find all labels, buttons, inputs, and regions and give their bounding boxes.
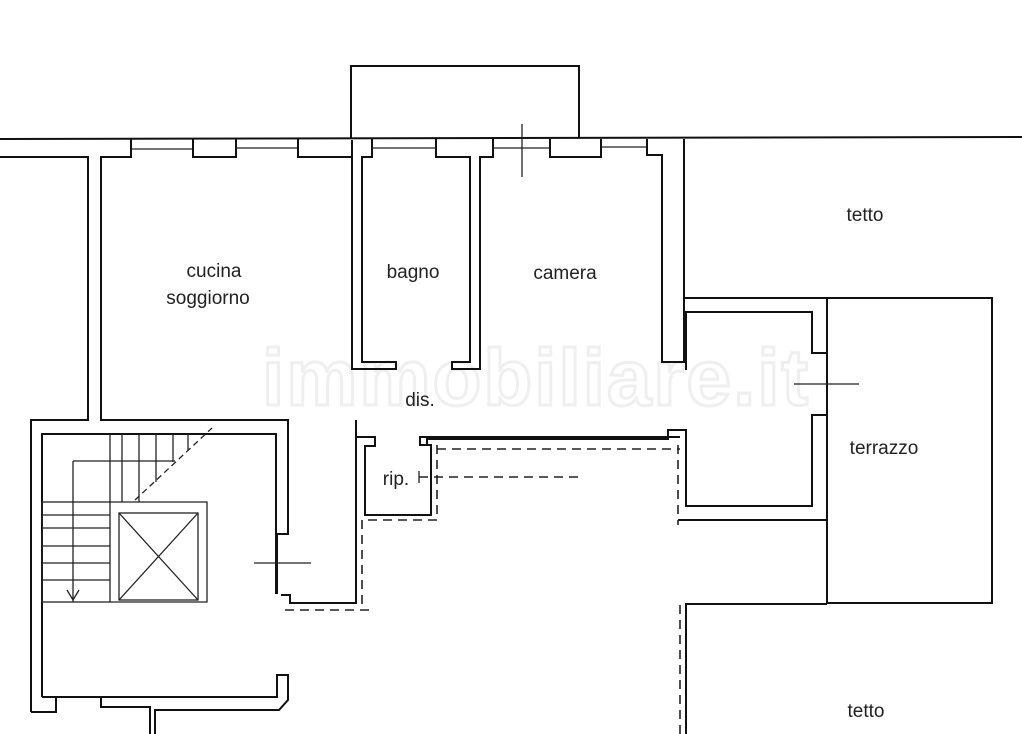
upper-projection	[350, 65, 580, 138]
tetto-bottom-walls	[685, 603, 827, 734]
room-label-tetto-top: tetto	[847, 205, 884, 226]
camera-walls	[419, 139, 993, 604]
dis-wall	[281, 420, 357, 604]
room-label-camera: camera	[533, 263, 597, 284]
room-label-dis: dis.	[405, 390, 435, 411]
room-label-soggiorno: soggiorno	[166, 288, 249, 309]
rip-walls	[356, 436, 432, 516]
room-label-bagno: bagno	[387, 262, 440, 283]
stairwell	[30, 418, 289, 734]
room-label-rip: rip.	[383, 469, 409, 490]
room-label-tetto-bottom: tetto	[848, 701, 885, 722]
room-label-cucina: cucina	[187, 261, 242, 282]
watermark: immobiliare.it	[262, 333, 810, 422]
dashed-outlines	[285, 445, 681, 734]
top-wall-windows	[0, 139, 550, 418]
room-label-terrazzo: terrazzo	[850, 438, 919, 459]
elevator-icon	[118, 512, 199, 601]
outer-wall-top	[0, 136, 1022, 140]
